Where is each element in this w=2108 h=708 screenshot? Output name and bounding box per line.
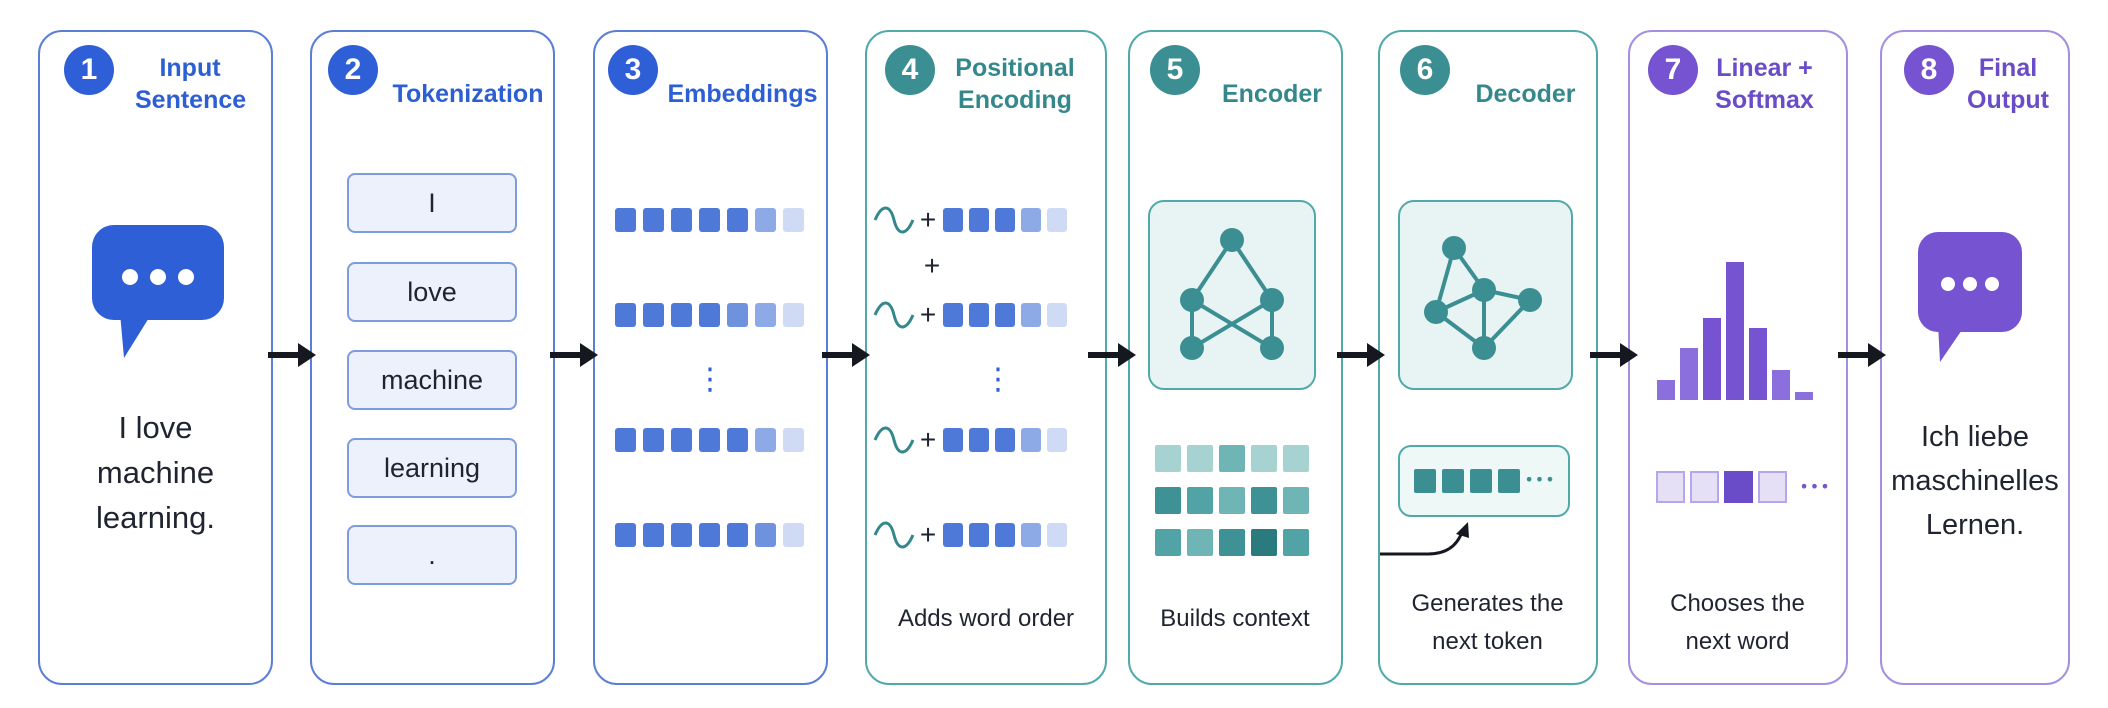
embedding-vector-row xyxy=(943,428,1067,452)
arrow-right-icon xyxy=(1590,343,1638,367)
bar-chart-icon xyxy=(1657,262,1813,400)
input-sentence-text: I love machine learning. xyxy=(96,410,215,535)
arrow-right-icon xyxy=(550,343,598,367)
step-4-title: Positional Encoding xyxy=(955,54,1075,114)
encoder-network-box xyxy=(1148,200,1316,390)
network-graph-icon xyxy=(1180,228,1284,360)
token-box: learning xyxy=(347,438,517,498)
sine-wave-icon xyxy=(873,301,915,329)
positional-ellipsis: ⋮ xyxy=(983,362,1013,397)
final-output-text: Ich liebe maschinelles Lernen. xyxy=(1891,421,2059,541)
step-4-badge: 4 xyxy=(885,45,935,95)
token-box: machine xyxy=(347,350,517,410)
encoder-context-matrix xyxy=(1155,445,1309,556)
arrow-right-icon xyxy=(822,343,870,367)
step-7-badge: 7 xyxy=(1648,45,1698,95)
sine-wave-icon xyxy=(873,521,915,549)
step-8-badge: 8 xyxy=(1904,45,1954,95)
step-8-panel xyxy=(1880,30,2070,685)
step-5-title: Encoder xyxy=(1221,80,1323,108)
arrow-right-icon xyxy=(1838,343,1886,367)
step-2-title: Tokenization xyxy=(392,80,544,108)
decoder-caption: Generates the next token xyxy=(1411,590,1564,655)
step-3-title: Embeddings xyxy=(667,80,818,108)
chat-bubble-icon xyxy=(92,225,224,358)
step-3-panel xyxy=(593,30,828,685)
network-graph-icon xyxy=(1424,236,1542,360)
embedding-vector-row xyxy=(943,523,1067,547)
step-1-badge: 1 xyxy=(64,45,114,95)
step-1-title: Input Sentence xyxy=(135,54,247,114)
plus-sign: + xyxy=(919,519,937,550)
plus-sign: + xyxy=(923,250,941,281)
token-box: I xyxy=(347,173,517,233)
step-6-badge: 6 xyxy=(1400,45,1450,95)
step-4-panel xyxy=(865,30,1107,685)
plus-sign: + xyxy=(919,424,937,455)
arrow-right-icon xyxy=(1337,343,1385,367)
encoder-caption: Builds context xyxy=(1160,605,1310,632)
arrow-right-icon xyxy=(268,343,316,367)
step-1-panel xyxy=(38,30,273,685)
plus-sign: + xyxy=(919,204,937,235)
plus-sign: + xyxy=(919,299,937,330)
embedding-vector-row xyxy=(615,208,804,232)
chat-bubble-icon xyxy=(1918,232,2022,362)
embedding-ellipsis: ⋮ xyxy=(695,362,725,397)
embedding-vector-row xyxy=(615,303,804,327)
step-3-badge: 3 xyxy=(608,45,658,95)
sine-wave-icon xyxy=(873,206,915,234)
embedding-vector-row xyxy=(615,428,804,452)
arrow-right-icon xyxy=(1088,343,1136,367)
decoder-token-strip xyxy=(1398,445,1570,517)
embedding-vector-row xyxy=(943,303,1067,327)
step-2-badge: 2 xyxy=(328,45,378,95)
embedding-vector-row xyxy=(615,523,804,547)
step-7-title: Linear + Softmax xyxy=(1715,54,1814,114)
probability-strip xyxy=(1656,471,1787,503)
decoder-ellipsis: ••• xyxy=(1524,470,1556,489)
softmax-caption: Chooses the next word xyxy=(1670,590,1805,655)
token-box: . xyxy=(347,525,517,585)
step-8-title: Final Output xyxy=(1967,54,2049,114)
step-6-title: Decoder xyxy=(1475,80,1576,108)
sine-wave-icon xyxy=(873,426,915,454)
softmax-ellipsis: ••• xyxy=(1799,477,1831,496)
step-5-badge: 5 xyxy=(1150,45,1200,95)
embedding-vector-row xyxy=(943,208,1067,232)
feedback-arrow-icon xyxy=(1380,522,1469,556)
positional-caption: Adds word order xyxy=(897,605,1075,632)
token-box: love xyxy=(347,262,517,322)
